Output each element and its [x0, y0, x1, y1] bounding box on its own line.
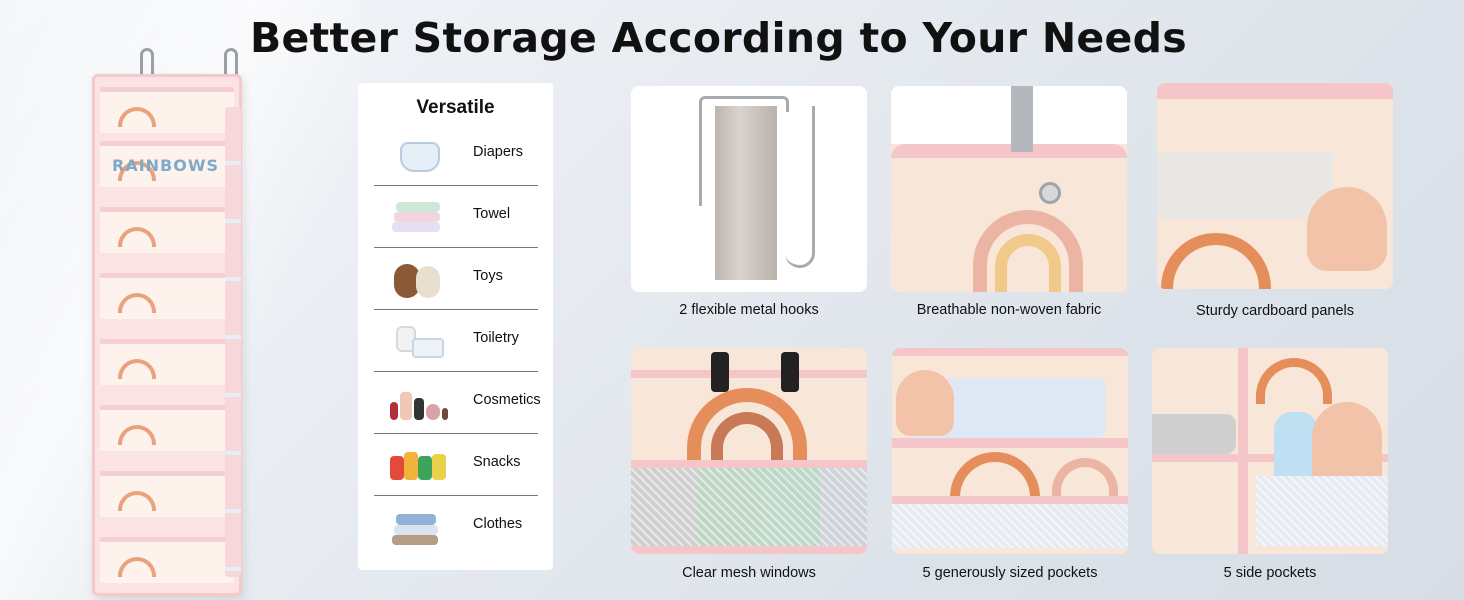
organizer-pocket — [100, 405, 234, 451]
cosmetics-icon — [386, 384, 448, 424]
feature-caption: 2 flexible metal hooks — [679, 302, 819, 318]
hand — [896, 370, 954, 436]
cardboard-panel — [1157, 153, 1333, 219]
hook-back — [699, 106, 703, 206]
list-item: Clothes — [374, 496, 538, 558]
toiletry-icon — [386, 322, 448, 362]
feature-caption: 5 side pockets — [1223, 565, 1317, 581]
list-item: Toiletry — [374, 310, 538, 372]
organizer-pocket — [100, 207, 234, 253]
mesh-edge — [631, 460, 867, 468]
fabric-edge — [631, 370, 867, 378]
fabric-edge — [891, 144, 1127, 158]
bottle — [711, 352, 729, 392]
rainbow-arc — [1052, 458, 1118, 508]
door-hook-left — [140, 48, 154, 82]
item-label: Cosmetics — [473, 392, 541, 408]
divider — [374, 309, 538, 310]
feature-caption: 5 generously sized pockets — [922, 565, 1098, 581]
organizer-pocket — [100, 339, 234, 385]
list-item: Towel — [374, 186, 538, 248]
feature-photo — [631, 348, 867, 554]
organizer-pocket — [100, 471, 234, 517]
feature-caption: Breathable non-woven fabric — [916, 302, 1102, 318]
item-label: Snacks — [473, 454, 521, 470]
divider — [374, 433, 538, 434]
rainbow-arc — [995, 234, 1061, 292]
list-item: Cosmetics — [374, 372, 541, 434]
organizer-product-image: RAINBOWS — [92, 48, 252, 600]
fabric-edge — [1157, 83, 1393, 99]
mesh-texture — [892, 504, 1128, 548]
versatile-card: Versatile Diapers Towel Toys Toiletry — [358, 83, 553, 570]
divider — [374, 247, 538, 248]
bottle — [781, 352, 799, 392]
item-label: Clothes — [473, 516, 523, 532]
pocket-edge — [892, 496, 1128, 504]
fabric-edge — [892, 348, 1128, 356]
divider — [374, 185, 538, 186]
hook-icon — [785, 106, 815, 268]
rainbow-arc — [950, 452, 1040, 508]
feature-photo — [1152, 348, 1388, 554]
feature-caption: Clear mesh windows — [682, 565, 816, 581]
mesh-texture — [631, 468, 867, 546]
divider — [374, 371, 538, 372]
list-item: Diapers — [374, 124, 538, 186]
pocket-seam — [1238, 348, 1248, 554]
feature-photo — [892, 348, 1128, 554]
door-board — [715, 106, 777, 280]
feature-photo — [891, 86, 1127, 292]
towel — [1152, 414, 1236, 454]
pocket-edge — [892, 438, 1128, 448]
feature-caption: Sturdy cardboard panels — [1196, 303, 1354, 319]
snacks-icon — [386, 446, 448, 486]
hook-strap — [1011, 86, 1033, 152]
versatile-title: Versatile — [416, 97, 495, 118]
organizer-pocket — [100, 273, 234, 319]
hand — [1307, 187, 1387, 271]
diaper-icon — [386, 136, 448, 176]
list-item: Toys — [374, 248, 538, 310]
item-label: Diapers — [473, 144, 523, 160]
clothes-icon — [386, 508, 448, 548]
feature-photo — [1157, 83, 1393, 289]
item-label: Toiletry — [473, 330, 519, 346]
organizer-print-text: RAINBOWS — [112, 156, 220, 175]
hook-ring-icon — [1039, 182, 1061, 204]
feature-photo — [631, 86, 867, 292]
item-label: Towel — [473, 206, 511, 222]
list-item: Snacks — [374, 434, 538, 496]
divider — [374, 495, 538, 496]
organizer-pocket — [100, 141, 234, 187]
page-headline: Better Storage According to Your Needs — [250, 14, 1188, 62]
organizer-pocket — [100, 537, 234, 583]
organizer-pocket — [100, 87, 234, 133]
organizer-body — [92, 74, 242, 596]
teddy-bear-icon — [386, 260, 448, 300]
door-hook-right — [224, 48, 238, 82]
towel-icon — [386, 198, 448, 238]
rainbow-arc — [1256, 358, 1332, 404]
fabric-edge — [631, 546, 867, 554]
pocket-edge — [1152, 454, 1388, 462]
item-label: Toys — [473, 268, 503, 284]
organizer-side-pockets — [225, 107, 241, 577]
hook-top — [699, 96, 789, 112]
mesh-texture — [1256, 476, 1388, 546]
